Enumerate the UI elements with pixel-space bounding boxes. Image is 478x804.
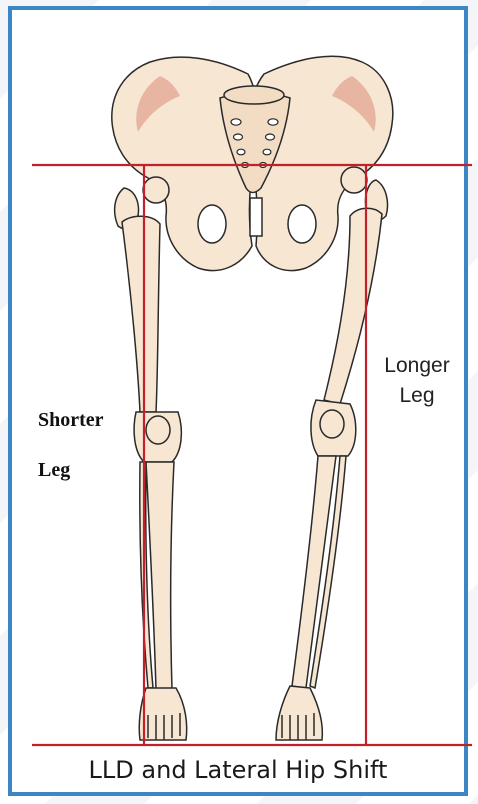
- right-femoral-head: [341, 167, 367, 193]
- right-patella: [320, 410, 344, 438]
- pubic-symphysis: [250, 198, 262, 236]
- longer-leg-label-line2: Leg: [372, 382, 462, 409]
- vertebra-l5: [224, 86, 284, 104]
- left-obturator-foramen: [198, 205, 226, 243]
- right-obturator-foramen: [288, 205, 316, 243]
- shorter-leg-label-line2: Leg: [38, 459, 70, 482]
- longer-leg-label-line1: Longer: [372, 352, 462, 379]
- left-femoral-head: [143, 177, 169, 203]
- reference-lines: [32, 165, 472, 745]
- left-leg: [115, 177, 187, 740]
- figure-caption: LLD and Lateral Hip Shift: [12, 756, 464, 784]
- right-foot: [276, 686, 322, 740]
- shorter-leg-label-line1: Shorter: [38, 409, 104, 432]
- left-femur: [122, 216, 160, 412]
- left-patella: [146, 416, 170, 444]
